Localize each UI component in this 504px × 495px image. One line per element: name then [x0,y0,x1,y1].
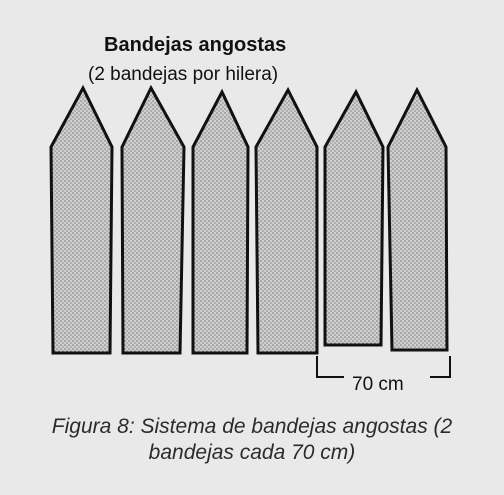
figure-caption: Figura 8: Sistema de bandejas angostas (… [0,414,504,466]
dimension-label: 70 cm [352,374,404,395]
bed-1 [49,84,114,355]
beds-illustration [49,84,451,378]
bed-3 [191,88,250,355]
beds-group [49,84,449,355]
bed-4 [254,86,319,355]
caption-line-2: bandejas cada 70 cm) [148,441,356,464]
diagram-title: Bandejas angostas [104,34,287,56]
caption-line-1: Figura 8: Sistema de bandejas angostas (… [51,415,453,438]
bed-5 [323,88,385,347]
dimension-bracket [316,356,451,378]
bed-6 [386,86,449,352]
bed-2 [120,84,186,355]
diagram-subtitle: (2 bandejas por hilera) [88,64,279,85]
